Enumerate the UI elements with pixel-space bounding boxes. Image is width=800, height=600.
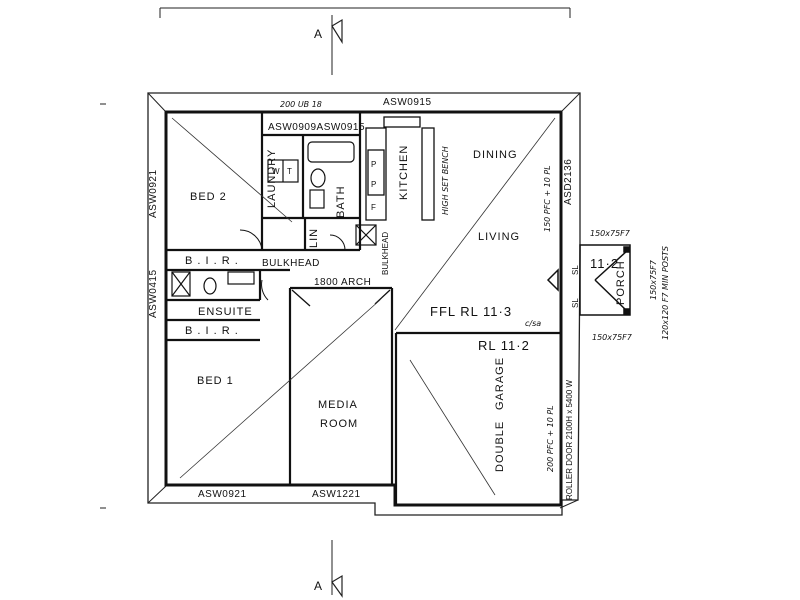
room-bath: BATH [335,185,347,218]
room-dining: DINING [473,149,518,161]
eave-corner-tl [147,92,167,113]
section-marker-bottom: A [314,540,343,598]
room-garage: GARAGE [494,357,506,410]
note-porch-posts: 120x120 F7 MIN POSTS [661,246,670,340]
note-porch-rl: 11·2 [590,256,619,271]
note-pantry-1: P [371,160,376,169]
porch [546,244,631,316]
room-bir-bottom: B . I . R . [185,325,239,337]
door-swings [239,229,346,301]
note-washer: W [272,167,280,176]
note-pfc-garage: 200 PFC + 10 PL [546,405,555,472]
note-porch-beam-bottom: 150x75F7 [592,333,633,342]
room-ensuite: ENSUITE [198,306,253,318]
arch-lines [291,289,391,307]
room-double: DOUBLE [494,421,506,472]
note-bulkhead: BULKHEAD [262,258,320,269]
window-asd2136: ASD2136 [563,159,574,205]
room-bed-1: BED 1 [197,375,234,387]
note-pantry-2: P [371,180,376,189]
note-pfc-living: 150 PFC + 10 PL [543,165,552,232]
note-garage-rl: RL 11·2 [478,338,530,353]
note-ffl: FFL RL 11·3 [430,304,512,319]
internal-walls [166,112,561,505]
section-marker-top-label: A [314,27,322,41]
note-fridge: F [371,203,376,212]
note-roller-door: ROLLER DOOR 2100H x 5400 W [565,380,574,500]
note-trough: T [287,167,292,176]
note-sl-2: SL [571,298,580,308]
eave-corner-br [559,499,579,509]
room-bed-2: BED 2 [190,191,227,203]
bath-fixtures [171,141,377,297]
note-porch-beam-side: 150x75F7 [649,259,658,300]
note-sl-1: SL [571,265,580,275]
window-asw0415-left: ASW0415 [148,269,159,318]
room-laundry: LAUNDRY [266,149,278,208]
note-clsa: c/sa [525,319,541,328]
window-asw0921-bottom: ASW0921 [198,489,247,500]
section-marker-top: A [314,15,343,75]
kitchen-bench [365,116,435,221]
note-beam: 200 UB 18 [280,100,322,109]
room-media: MEDIA [318,399,358,411]
window-asw0909-asw0915: ASW0909ASW0915 [268,122,365,133]
note-bulkhead-kitchen: BULKHEAD [381,232,390,275]
note-high-set-bench: HIGH SET BENCH [441,146,450,215]
window-asw0915-top: ASW0915 [383,97,432,108]
section-marker-bottom-label: A [314,579,322,593]
eave-corner-tr [560,92,581,113]
roof-hip-lines [171,117,556,496]
room-linen: LIN [308,228,320,248]
eave-corner-bl [147,485,167,504]
note-arch: 1800 ARCH [314,277,371,288]
room-living: LIVING [478,231,520,243]
room-media-room: ROOM [320,418,358,430]
room-kitchen: KITCHEN [398,145,410,200]
window-asw0921-left: ASW0921 [148,169,159,218]
room-bir-top: B . I . R . [185,255,239,267]
window-asw1221-bottom: ASW1221 [312,489,361,500]
room-porch: PORCH [615,260,627,305]
note-porch-beam-top: 150x75F7 [590,229,631,238]
